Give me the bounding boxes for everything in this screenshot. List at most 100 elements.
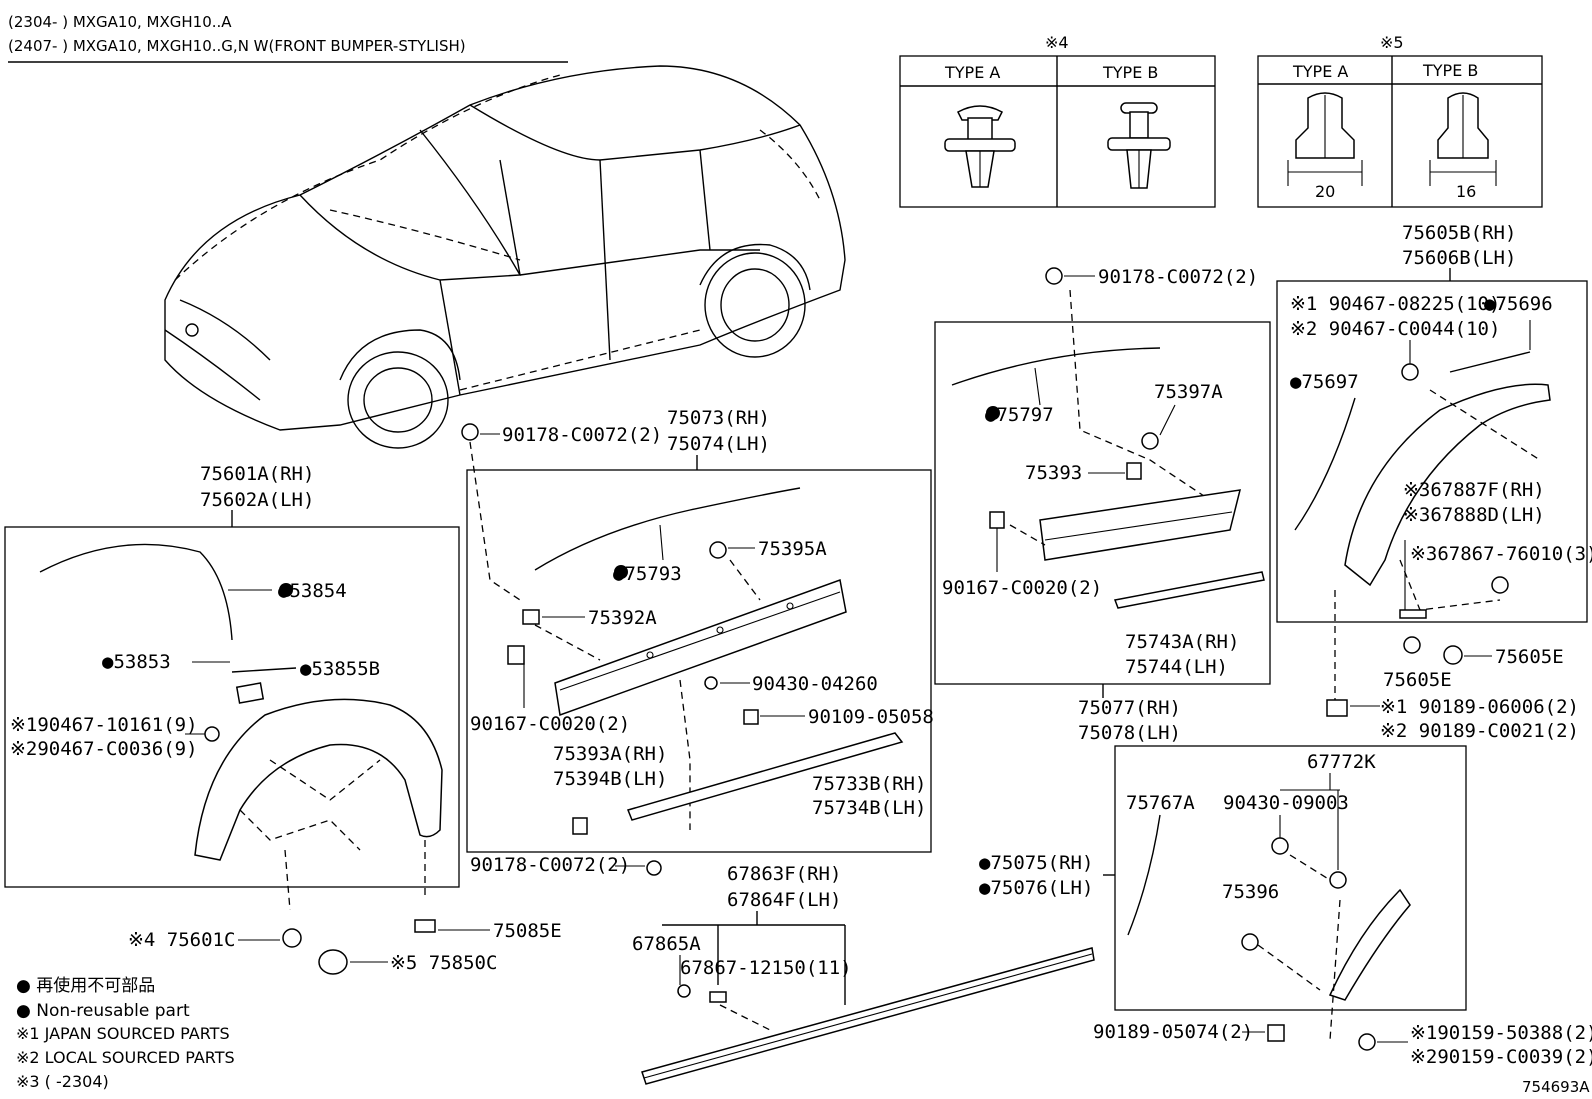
applicability-header: (2304- ) MXGA10, MXGH10..A (2407- ) MXGA… bbox=[8, 13, 568, 63]
label-90430-09003: 90430-09003 bbox=[1223, 792, 1349, 814]
note4-type-a-label: TYPE A bbox=[944, 63, 1000, 82]
clip-75605E-a-icon bbox=[1403, 636, 1421, 654]
group-rocker-moulding: 67863F(RH) 67864F(LH) 67865A 67867-12150… bbox=[632, 863, 1095, 1085]
screw-90167-a-icon bbox=[507, 645, 525, 665]
legend-note3: ※3 ( -2304) bbox=[16, 1072, 109, 1091]
push-rivet-type-a-icon: 20 bbox=[1287, 92, 1363, 201]
label-90178-b: 90178-C0072(2) bbox=[470, 854, 630, 876]
clip-table-note5: ※5 TYPE A TYPE B 20 16 bbox=[1257, 33, 1543, 208]
label-67772K: 67772K bbox=[1307, 751, 1376, 773]
label-75734B: 75734B(LH) bbox=[812, 797, 926, 819]
nut-90189-05074-icon bbox=[1267, 1024, 1285, 1042]
label-90467-C0036: ※290467-C0036(9) bbox=[10, 738, 198, 760]
label-75744: 75744(LH) bbox=[1125, 656, 1228, 678]
label-90109-05058: 90109-05058 bbox=[808, 706, 934, 728]
label-75697: ●75697 bbox=[1290, 371, 1359, 393]
group-rear-door-moulding: 90178-C0072(2) ●75797 75397A 75393 90167… bbox=[934, 266, 1271, 744]
label-75605B: 75605B(RH) bbox=[1402, 222, 1516, 244]
fasteners-75605E: 75605E 75605E ※1 90189-06006(2) ※2 90189… bbox=[1326, 590, 1579, 742]
label-75394B: 75394B(LH) bbox=[553, 768, 667, 790]
label-90467-10161: ※190467-10161(9) bbox=[10, 714, 198, 736]
legend-japan-sourced: ※1 JAPAN SOURCED PARTS bbox=[16, 1024, 230, 1043]
note5-mark: ※5 bbox=[1380, 33, 1404, 52]
box-front-fender bbox=[4, 526, 460, 888]
label-90167-b: 90167-C0020(2) bbox=[942, 577, 1102, 599]
header-line-2: (2407- ) MXGA10, MXGH10..G,N W(FRONT BUM… bbox=[8, 37, 466, 55]
protector-75743A bbox=[1113, 571, 1265, 609]
label-67888D: ※367888D(LH) bbox=[1403, 504, 1545, 526]
label-90159-C0039: ※290159-C0039(2) bbox=[1410, 1046, 1592, 1068]
label-75797: ●75797 bbox=[985, 404, 1054, 426]
group-quarter-moulding: ●75075(RH) ●75076(LH) 67772K 90430-09003… bbox=[979, 745, 1467, 1041]
vehicle-illustration bbox=[164, 65, 846, 449]
label-75076: ●75076(LH) bbox=[979, 877, 1093, 899]
label-67867-12150: 67867-12150(11) bbox=[680, 957, 852, 979]
clip-75392A-icon bbox=[522, 609, 540, 625]
clip-75605E-b-icon bbox=[1443, 645, 1463, 665]
label-90167-a: 90167-C0020(2) bbox=[470, 713, 630, 735]
label-90189-06006: ※1 90189-06006(2) bbox=[1380, 696, 1579, 718]
fender-arch-75601A bbox=[194, 698, 443, 861]
door-moulding-75077 bbox=[1039, 489, 1242, 561]
note5-frame bbox=[1257, 55, 1543, 208]
label-75606B: 75606B(LH) bbox=[1402, 247, 1516, 269]
note5-dim-b: 16 bbox=[1456, 182, 1476, 201]
label-67867-76010: ※367867-76010(3) bbox=[1410, 543, 1592, 565]
label-75085E: 75085E bbox=[493, 920, 562, 942]
label-75396: 75396 bbox=[1222, 881, 1279, 903]
label-90178-c: 90178-C0072(2) bbox=[1098, 266, 1258, 288]
label-75793: ●75793 bbox=[613, 563, 682, 585]
clip-90178-a-icon bbox=[461, 423, 479, 441]
seal-75793 bbox=[534, 487, 801, 571]
label-75075: ●75075(RH) bbox=[979, 852, 1093, 874]
clip-67867-icon bbox=[709, 991, 727, 1003]
label-75074: 75074(LH) bbox=[667, 433, 770, 455]
label-75397A: 75397A bbox=[1154, 381, 1223, 403]
label-75077: 75077(RH) bbox=[1078, 697, 1181, 719]
label-90430-04260: 90430-04260 bbox=[752, 673, 878, 695]
label-90159-50388: ※190159-50388(2) bbox=[1410, 1022, 1592, 1044]
fender-arch-75605B bbox=[1344, 383, 1551, 587]
label-90467-C0044: ※2 90467-C0044(10) bbox=[1290, 318, 1500, 340]
label-75393A: 75393A(RH) bbox=[553, 743, 667, 765]
clip-75396-icon bbox=[1241, 933, 1259, 951]
clip-75601C-icon bbox=[282, 928, 302, 948]
group-front-door-moulding: 90178-C0072(2) 75073(RH) 75074(LH) ●7579… bbox=[461, 407, 934, 853]
clip-table-note4: ※4 TYPE A TYPE B bbox=[899, 33, 1216, 208]
bolt-90159-icon bbox=[1358, 1033, 1376, 1051]
box-front-door bbox=[466, 469, 932, 853]
label-75393: 75393 bbox=[1025, 462, 1082, 484]
legend-nonreusable-en: ● Non-reusable part bbox=[16, 1001, 190, 1021]
clip-53855B-part bbox=[231, 667, 297, 673]
legend-local-sourced: ※2 LOCAL SOURCED PARTS bbox=[16, 1048, 235, 1067]
label-75602A: 75602A(LH) bbox=[200, 489, 314, 511]
clip-67867-b-icon bbox=[1491, 576, 1509, 594]
note4-type-b-label: TYPE B bbox=[1102, 63, 1158, 82]
quarter-moulding-67772K bbox=[1328, 888, 1411, 1001]
label-75767A: 75767A bbox=[1126, 792, 1195, 814]
seal-75697 bbox=[1294, 397, 1356, 531]
clip-75397A-icon bbox=[1141, 432, 1159, 450]
label-75392A: 75392A bbox=[588, 607, 657, 629]
label-75395A: 75395A bbox=[758, 538, 827, 560]
label-90467-08225: ※1 90467-08225(10) bbox=[1290, 293, 1500, 315]
label-67887F: ※367887F(RH) bbox=[1403, 479, 1545, 501]
clip-75395A-icon bbox=[709, 541, 727, 559]
fastener-75850C: ※5 75850C bbox=[318, 949, 497, 975]
note4-mark: ※4 bbox=[1045, 33, 1069, 52]
label-90189-05074: 90189-05074(2) bbox=[1093, 1021, 1253, 1043]
push-rivet-type-b-icon: 16 bbox=[1429, 92, 1497, 201]
nut-67772K-icon bbox=[1329, 871, 1347, 889]
washer-90430-09003-icon bbox=[1271, 837, 1289, 855]
clip-67867-76010-icon bbox=[1399, 609, 1427, 619]
fastener-90178-b: 90178-C0072(2) bbox=[470, 854, 662, 876]
seal-75767A bbox=[1127, 814, 1161, 936]
label-75073: 75073(RH) bbox=[667, 407, 770, 429]
clip-67865A-icon bbox=[677, 984, 691, 998]
legend: ● 再使用不可部品 ● Non-reusable part ※1 JAPAN S… bbox=[16, 975, 235, 1091]
label-75078: 75078(LH) bbox=[1078, 722, 1181, 744]
washer-90430-04260-icon bbox=[704, 676, 718, 690]
label-75601C: ※4 75601C bbox=[128, 929, 235, 951]
protector-75733B bbox=[626, 732, 904, 821]
